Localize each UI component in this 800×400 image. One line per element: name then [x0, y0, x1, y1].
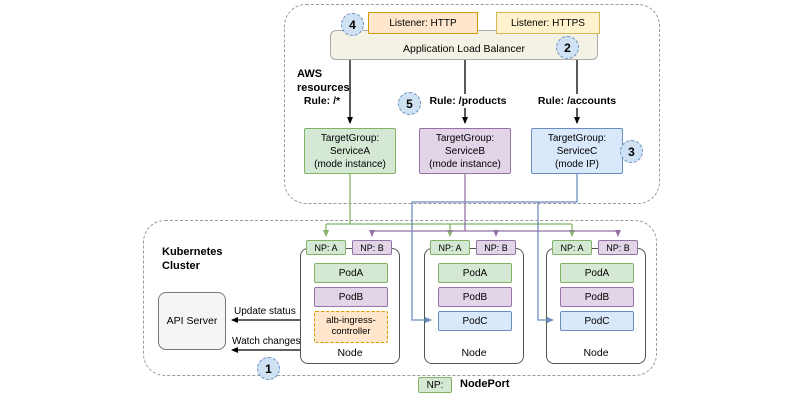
watch-changes-label: Watch changes [232, 336, 301, 347]
listener-https-label: Listener: HTTPS [511, 17, 585, 29]
nodeport-a-badge: NP: A [306, 240, 346, 255]
step-badge-4: 4 [341, 13, 364, 36]
rule-products-label: Rule: /products [426, 94, 510, 108]
tg-b-title: TargetGroup: [435, 132, 495, 144]
controller-line1: alb-ingress- [326, 315, 376, 327]
pod-b: PodB [438, 287, 512, 307]
rule-accounts-label: Rule: /accounts [534, 94, 620, 108]
step-badge-1: 1 [257, 357, 280, 380]
node-label: Node [461, 347, 487, 359]
target-group-servicec: TargetGroup: ServiceC (mode IP) [531, 128, 623, 174]
listener-https-box: Listener: HTTPS [496, 12, 600, 34]
tg-c-title: TargetGroup: [547, 132, 607, 144]
update-status-label: Update status [234, 306, 296, 317]
node-2: PodA PodB PodC Node [424, 248, 524, 364]
nodeport-b-badge: NP: B [352, 240, 392, 255]
aws-label-line1: AWS [297, 68, 323, 80]
target-group-servicea: TargetGroup: ServiceA (mode instance) [304, 128, 396, 174]
pod-c: PodC [438, 311, 512, 331]
node-1: PodA PodB alb-ingress- controller Node [300, 248, 400, 364]
step-badge-5: 5 [398, 92, 421, 115]
listener-http-box: Listener: HTTP [368, 12, 478, 34]
pod-a: PodA [438, 263, 512, 283]
k8s-label-line1: Kubernetes [162, 246, 223, 258]
nodeport-b-badge: NP: B [476, 240, 516, 255]
pod-a: PodA [314, 263, 388, 283]
alb-ingress-controller-pod: alb-ingress- controller [314, 311, 388, 343]
nodeport-a-badge: NP: A [430, 240, 470, 255]
node-3: PodA PodB PodC Node [546, 248, 646, 364]
legend-np-box: NP: [418, 377, 452, 393]
k8s-label-line2: Cluster [162, 259, 200, 272]
node-label: Node [583, 347, 609, 359]
controller-line2: controller [331, 326, 371, 337]
rule-wildcard-label: Rule: /* [296, 94, 348, 108]
api-server-box: API Server [158, 292, 226, 350]
step-badge-2: 2 [556, 36, 579, 59]
tg-b-service: ServiceB [444, 145, 485, 157]
aws-resources-label: AWS resources [297, 68, 350, 96]
nodeport-b-badge: NP: B [598, 240, 638, 255]
target-group-serviceb: TargetGroup: ServiceB (mode instance) [419, 128, 511, 174]
node-label: Node [337, 347, 363, 359]
listener-http-label: Listener: HTTP [389, 17, 457, 29]
tg-a-service: ServiceA [329, 145, 370, 157]
alb-label: Application Load Balancer [402, 43, 525, 55]
tg-a-mode: (mode instance) [314, 158, 386, 170]
pod-b: PodB [314, 287, 388, 307]
tg-c-service: ServiceC [556, 145, 598, 157]
legend-nodeport-label: NodePort [460, 378, 510, 390]
pod-a: PodA [560, 263, 634, 283]
api-server-label: API Server [166, 315, 218, 327]
pod-b: PodB [560, 287, 634, 307]
tg-c-mode: (mode IP) [555, 158, 599, 170]
nodeport-a-badge: NP: A [552, 240, 592, 255]
tg-a-title: TargetGroup: [320, 132, 380, 144]
pod-c: PodC [560, 311, 634, 331]
tg-b-mode: (mode instance) [429, 158, 501, 170]
aws-label-line2: resources [297, 81, 350, 94]
step-badge-3: 3 [620, 140, 643, 163]
kubernetes-cluster-label: Kubernetes Cluster [162, 246, 223, 274]
kubernetes-cluster-container [143, 220, 657, 376]
